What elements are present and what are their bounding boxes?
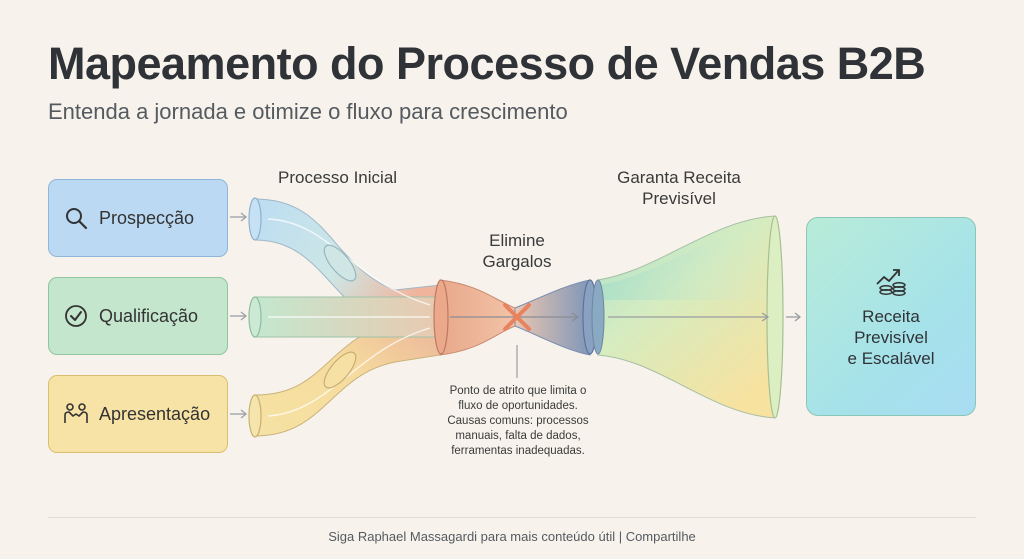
note-line: fluxo de oportunidades. [458, 400, 578, 412]
stage-label: Apresentação [99, 403, 211, 424]
note-line: manuais, falta de dados, [455, 430, 581, 442]
bottleneck-ring-left [433, 279, 449, 355]
bottleneck-x-icon [503, 303, 531, 331]
stage-apresentacao: Apresentação [48, 375, 228, 453]
label-garanta-receita: Garanta Receita Previsível [604, 167, 754, 209]
output-cone-rim [766, 215, 784, 419]
note-line: ferramentas inadequadas. [451, 445, 585, 457]
stage-qualificacao: Qualificação [48, 277, 228, 355]
label-line: Gargalos [482, 252, 552, 271]
stage-label: Qualificação [99, 305, 199, 326]
result-box: Receita Previsível e Escalável [806, 217, 976, 416]
handshake-icon [63, 401, 89, 427]
result-line: Receita [862, 307, 920, 326]
stage-label: Prospecção [99, 207, 195, 228]
check-circle-icon [63, 303, 89, 329]
neck-flow-arrow [450, 312, 580, 322]
result-line: Previsível [854, 328, 928, 347]
footer-divider [48, 517, 976, 518]
pipe-couplings [248, 197, 357, 438]
cone-flow-arrow [608, 312, 802, 322]
label-line: Previsível [642, 189, 716, 208]
page-subtitle: Entenda a jornada e otimize o fluxo para… [48, 99, 568, 124]
footer-text: Siga Raphael Massagardi para mais conteú… [328, 529, 696, 544]
result-line: e Escalável [847, 349, 935, 368]
magnifier-icon [63, 205, 89, 231]
bottleneck-note: Ponto de atrito que limita o fluxo de op… [432, 384, 604, 459]
stage-prospeccao: Prospecção [48, 179, 228, 257]
result-text: Receita Previsível e Escalável [848, 306, 935, 369]
box-connector-arrows [230, 212, 248, 419]
label-line: Garanta Receita [617, 168, 741, 187]
label-line: Elimine [489, 231, 545, 250]
label-elimine-gargalos: Elimine Gargalos [462, 230, 572, 272]
note-line: Ponto de atrito que limita o [449, 385, 587, 397]
note-line: Causas comuns: processos [447, 415, 589, 427]
label-processo-inicial: Processo Inicial [278, 168, 398, 187]
growth-chart-coins-icon [874, 264, 908, 298]
page-title: Mapeamento do Processo de Vendas B2B [48, 38, 926, 89]
